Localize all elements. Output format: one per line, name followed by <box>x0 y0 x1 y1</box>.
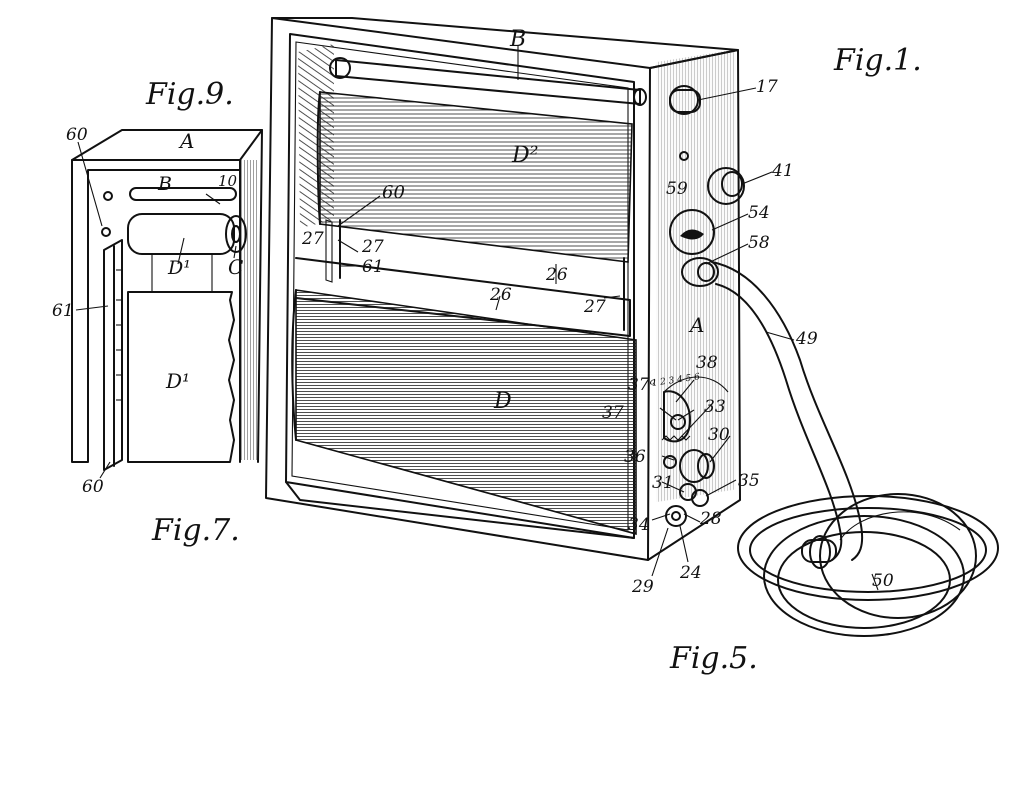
fig5-hose-bulb <box>711 261 999 637</box>
label-26-a: 26 <box>545 265 568 285</box>
fig5-title: Fig.5. <box>669 641 758 676</box>
label-30: 30 <box>708 425 730 445</box>
label-37a: 37ᵃ <box>628 375 656 395</box>
fig1-cabinet <box>265 17 745 561</box>
label-A-small: A <box>178 129 194 153</box>
label-B-small: B <box>157 173 172 195</box>
label-26-b: 26 <box>489 285 512 305</box>
label-54: 54 <box>748 203 770 223</box>
label-33: 33 <box>704 397 726 417</box>
figure-titles: Fig.1. Fig.9. Fig.7. Fig.5. <box>145 43 922 676</box>
fig9-labels: 60 A B 10 D¹ C 61 D¹ 60 <box>52 125 243 497</box>
label-36: 36 <box>624 447 646 467</box>
label-61-small: 61 <box>52 301 74 321</box>
label-10: 10 <box>218 172 238 190</box>
label-59: 59 <box>666 179 688 199</box>
label-60-main: 60 <box>382 182 405 203</box>
label-B-top: B <box>509 27 526 52</box>
label-60-bottom: 60 <box>82 477 104 497</box>
label-27-mid: 27 <box>361 237 384 257</box>
label-61-main: 61 <box>362 257 384 277</box>
side-controls <box>661 85 745 527</box>
label-C: C <box>228 255 243 279</box>
label-41: 41 <box>771 161 794 181</box>
label-24: 24 <box>679 563 702 583</box>
fig1-labels: B 17 41 59 54 58 D² 60 27 27 61 26 26 27… <box>301 27 894 597</box>
label-A-main: A <box>688 313 704 337</box>
label-17: 17 <box>756 77 778 97</box>
leader-lines <box>75 46 879 591</box>
label-60-top: 60 <box>66 125 88 145</box>
label-D-main: D <box>493 389 512 414</box>
fig9-title: Fig.9. <box>145 77 234 112</box>
label-31: 31 <box>652 473 674 493</box>
label-49: 49 <box>795 329 818 349</box>
label-D1-stack: D¹ <box>165 369 190 393</box>
label-D1-roll: D¹ <box>167 257 191 279</box>
label-28: 28 <box>699 509 722 529</box>
label-29: 29 <box>631 577 654 597</box>
label-D2: D² <box>511 143 538 168</box>
fig1-title: Fig.1. <box>833 43 922 78</box>
fig7-title: Fig.7. <box>151 513 240 548</box>
fig9-cabinet <box>71 129 263 471</box>
label-38: 38 <box>696 353 718 373</box>
label-27-left: 27 <box>301 229 324 249</box>
label-34: 34 <box>628 515 650 535</box>
label-37: 37 <box>602 403 624 423</box>
label-58: 58 <box>748 233 770 253</box>
label-35: 35 <box>738 471 760 491</box>
label-50: 50 <box>872 571 894 591</box>
label-27-right: 27 <box>583 297 606 317</box>
